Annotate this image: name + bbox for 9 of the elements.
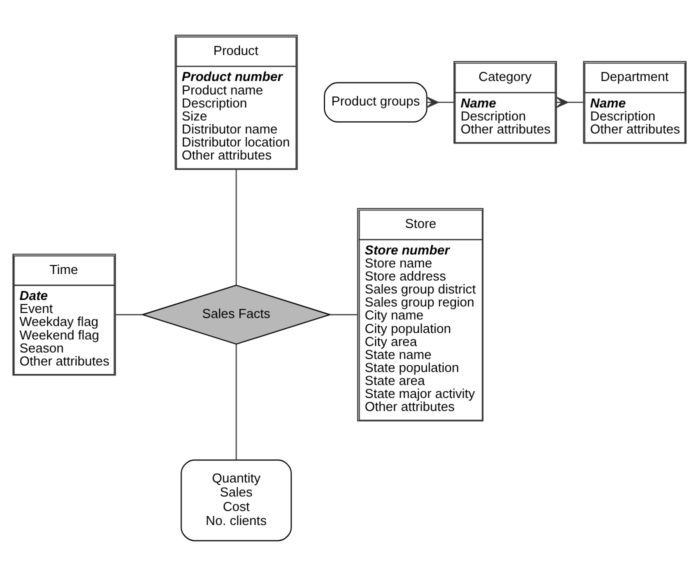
node-box: Quantity Sales Cost No. clients: [180, 460, 292, 542]
connector: [426, 96, 454, 108]
connector: [236, 344, 237, 460]
connector: [116, 314, 142, 316]
connector: [236, 169, 237, 286]
connector: [330, 314, 358, 316]
node-diamond: Sales Facts: [140, 284, 332, 345]
node-box: Product groups: [324, 82, 428, 122]
connector: [556, 96, 584, 108]
